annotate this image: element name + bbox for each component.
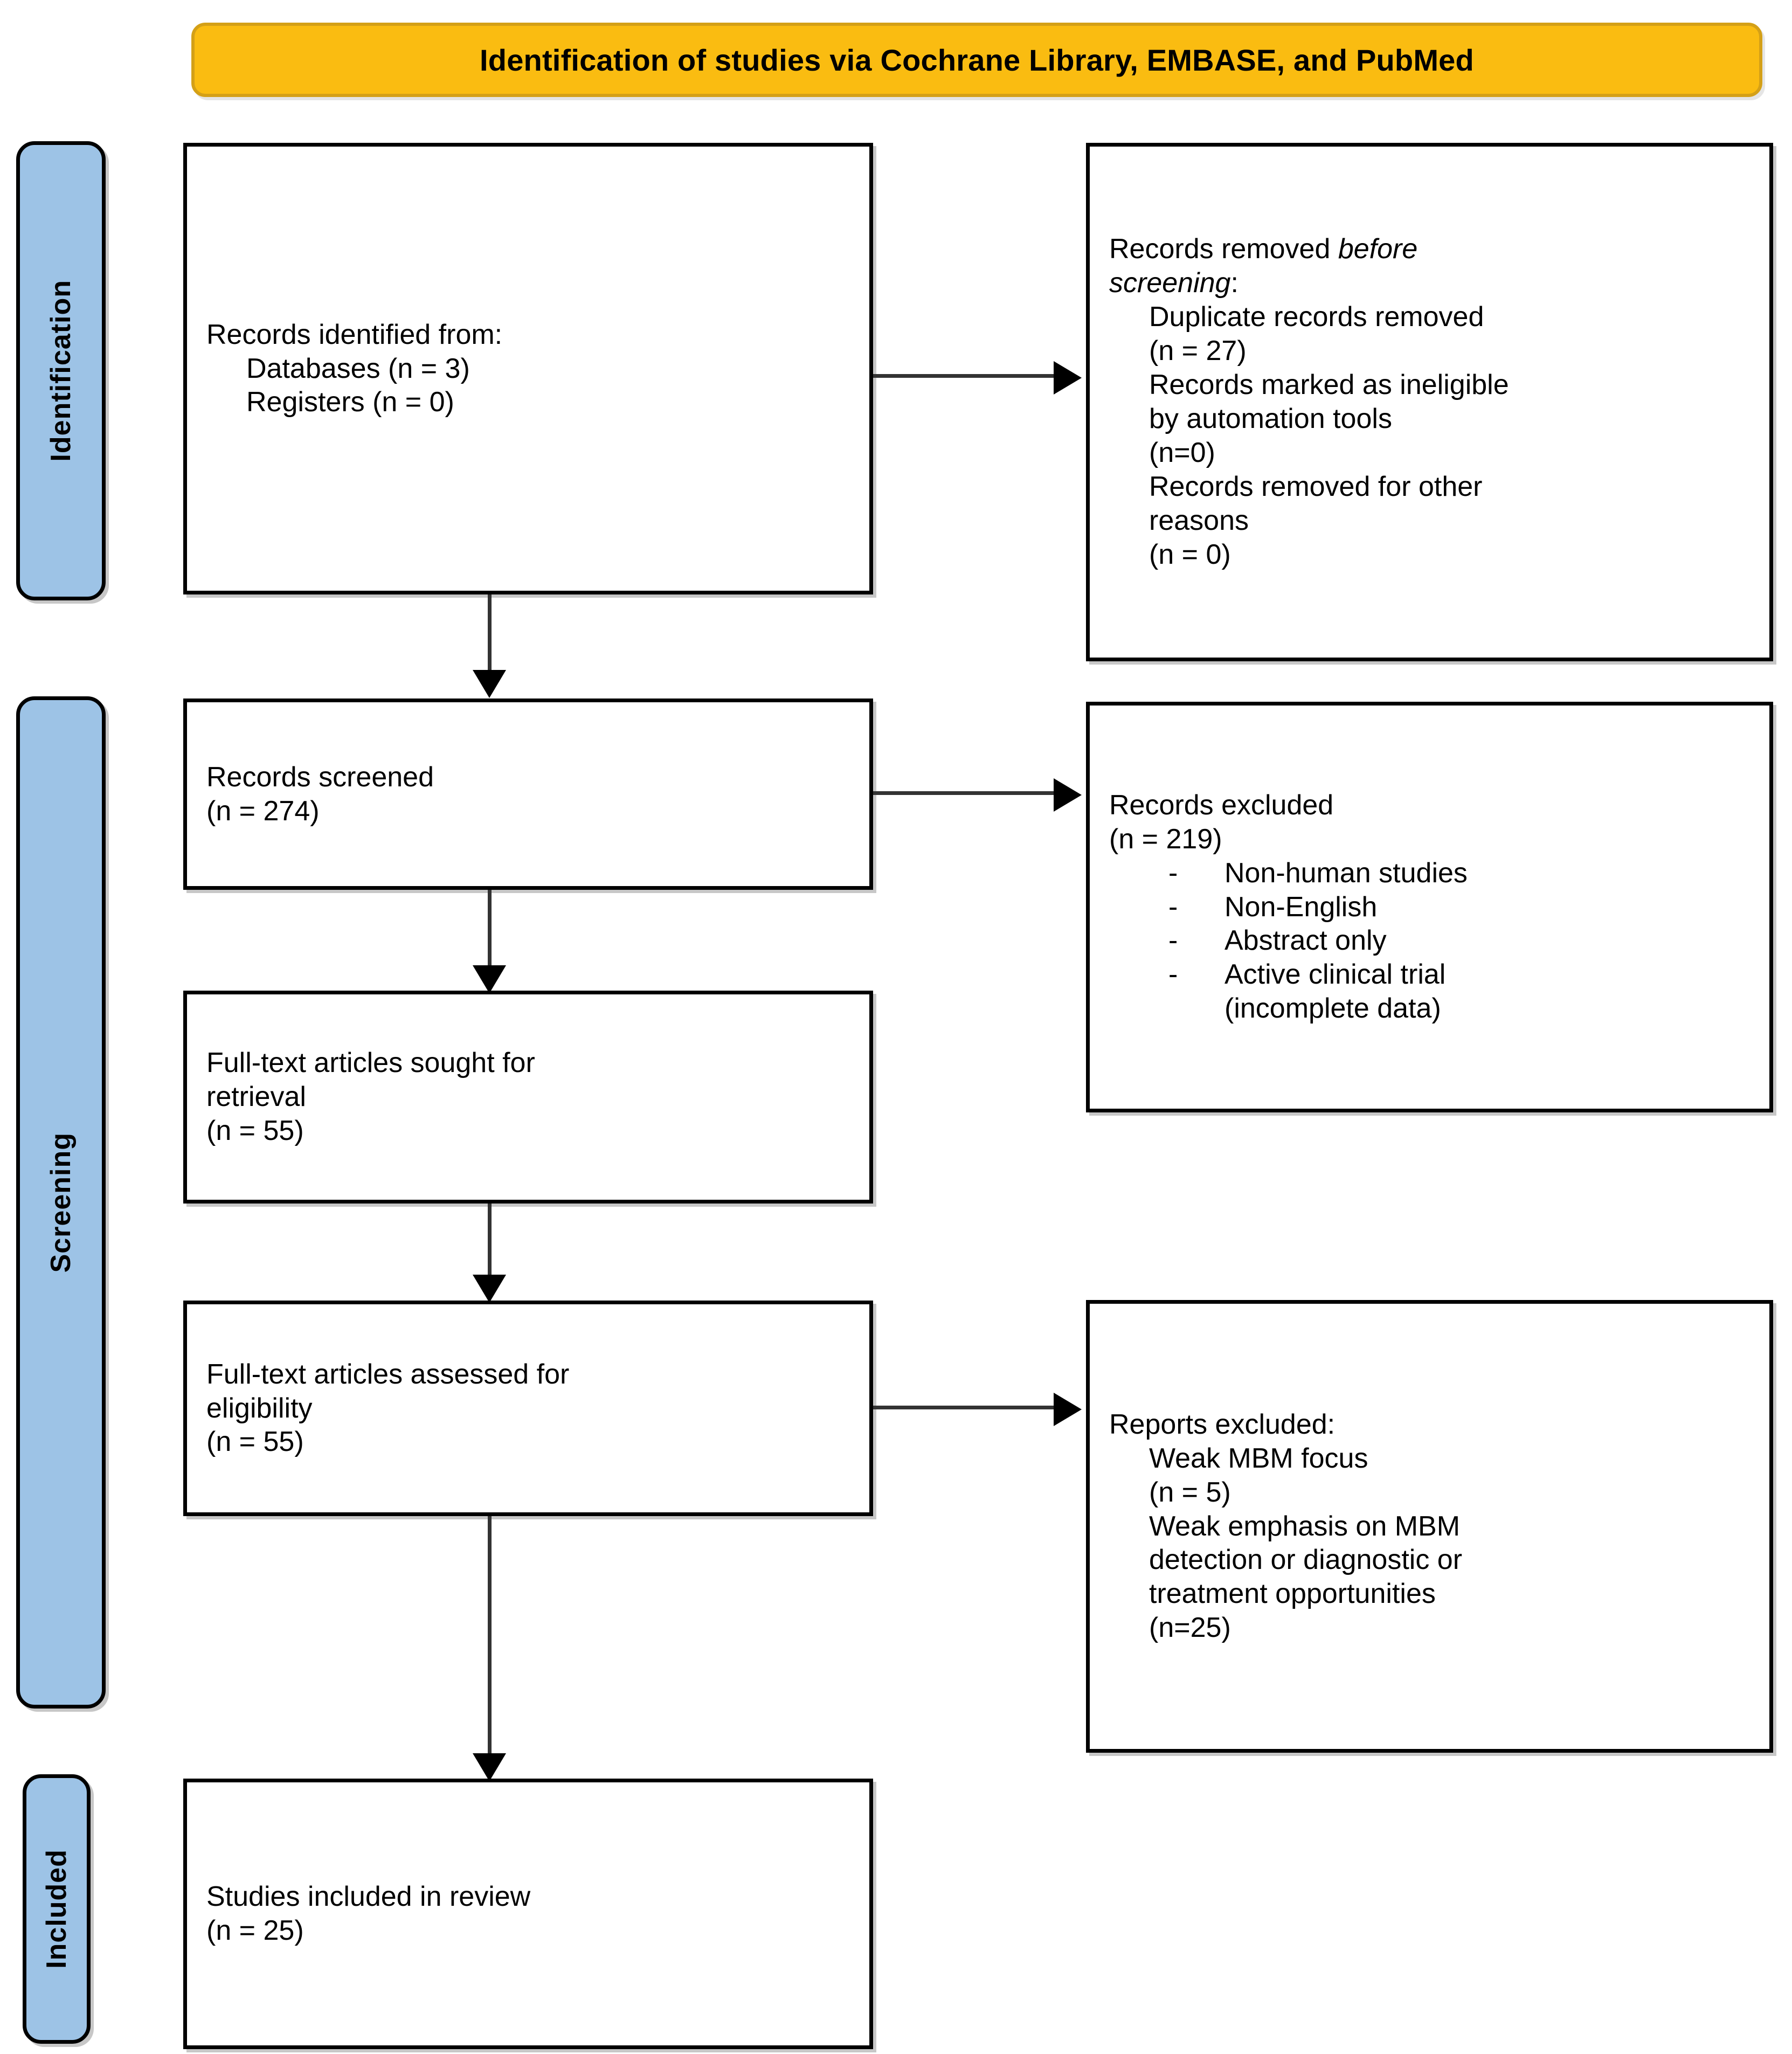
fulltext-sought-line1: Full-text articles sought for <box>206 1047 535 1079</box>
records-removed-other-line1: Records removed for other <box>1149 471 1483 502</box>
arrow-head-down-icon <box>473 1753 506 1781</box>
records-removed-heading-line2: screening: <box>1109 266 1750 300</box>
fulltext-assessed-line1: Full-text articles assessed for <box>206 1358 570 1390</box>
fulltext-assessed-count: (n = 55) <box>206 1426 304 1458</box>
arrow-head-down-icon <box>473 1275 506 1303</box>
bullet-dash-marker: - <box>1168 891 1178 923</box>
records-screened-count: (n = 274) <box>206 795 320 827</box>
stage-label-identification: Identification <box>45 280 77 462</box>
reports-excluded-reason1-count: (n = 5) <box>1149 1476 1231 1508</box>
box-records-identified: Records identified from: Databases (n = … <box>183 143 873 594</box>
stage-label-screening: Screening <box>45 1132 77 1273</box>
stage-label-included: Included <box>41 1849 72 1969</box>
records-excluded-bullet: - Non-English <box>1109 890 1750 924</box>
records-identified-databases: Databases (n = 3) <box>246 352 470 384</box>
page-title: Identification of studies via Cochrane L… <box>480 43 1474 77</box>
records-excluded-bullet: - Abstract only <box>1109 924 1750 958</box>
fulltext-sought-count: (n = 55) <box>206 1115 304 1146</box>
reports-excluded-heading: Reports excluded: <box>1109 1408 1336 1440</box>
records-excluded-reason: Abstract only <box>1224 925 1387 957</box>
records-excluded-reason-continuation: (incomplete data) <box>1224 993 1441 1025</box>
stage-bar-screening: Screening <box>16 696 106 1709</box>
arrow-head-right-icon <box>1054 361 1082 395</box>
stage-bar-included: Included <box>23 1774 91 2044</box>
reports-excluded-reason1: Weak MBM focus <box>1149 1442 1368 1474</box>
connector-screened-to-sought <box>488 890 492 971</box>
records-removed-ineligible-count: (n=0) <box>1149 437 1215 468</box>
connector-screened-to-records-excluded <box>873 791 1056 795</box>
records-removed-ineligible-line2: by automation tools <box>1149 403 1392 434</box>
arrow-head-right-icon <box>1054 778 1082 812</box>
stage-bar-identification: Identification <box>16 141 106 600</box>
records-removed-duplicates-count: (n = 27) <box>1149 335 1247 367</box>
box-reports-excluded: Reports excluded: Weak MBM focus (n = 5)… <box>1086 1300 1773 1753</box>
studies-included-heading: Studies included in review <box>206 1881 531 1913</box>
records-excluded-bullet: - Non-human studies <box>1109 856 1750 890</box>
diagram-title-banner: Identification of studies via Cochrane L… <box>191 23 1762 97</box>
connector-assessed-to-included <box>488 1516 492 1753</box>
box-fulltext-assessed: Full-text articles assessed for eligibil… <box>183 1301 873 1516</box>
bullet-dash-marker: - <box>1168 925 1178 957</box>
records-excluded-reason: Non-human studies <box>1224 857 1468 889</box>
records-removed-heading-text: Records removed <box>1109 233 1338 265</box>
reports-excluded-reason2-count: (n=25) <box>1149 1612 1231 1644</box>
records-removed-duplicates: Duplicate records removed <box>1149 301 1484 333</box>
records-excluded-bullet: - Active clinical trial <box>1109 958 1750 992</box>
bullet-dash-marker: - <box>1168 959 1178 991</box>
fulltext-assessed-line2: eligibility <box>206 1392 313 1424</box>
connector-identified-to-removed <box>873 374 1056 378</box>
fulltext-sought-line2: retrieval <box>206 1081 306 1113</box>
studies-included-count: (n = 25) <box>206 1915 304 1946</box>
records-removed-other-line2: reasons <box>1149 504 1249 536</box>
records-removed-other-count: (n = 0) <box>1149 538 1231 570</box>
box-records-screened: Records screened (n = 274) <box>183 699 873 890</box>
connector-identified-to-screened <box>488 594 492 675</box>
connector-sought-to-assessed <box>488 1204 492 1275</box>
records-excluded-count: (n = 219) <box>1109 823 1222 855</box>
records-removed-screening-em: screening <box>1109 267 1231 299</box>
records-identified-registers: Registers (n = 0) <box>246 386 454 418</box>
records-excluded-reason: Non-English <box>1224 891 1378 923</box>
records-screened-heading: Records screened <box>206 761 434 793</box>
arrow-head-down-icon <box>473 670 506 698</box>
reports-excluded-reason2-line3: treatment opportunities <box>1149 1578 1436 1610</box>
box-records-excluded: Records excluded (n = 219) - Non-human s… <box>1086 702 1773 1112</box>
records-excluded-heading: Records excluded <box>1109 789 1334 821</box>
connector-assessed-to-reports-excluded <box>873 1406 1056 1409</box>
records-excluded-reason: Active clinical trial <box>1224 959 1446 991</box>
records-identified-heading: Records identified from: <box>206 319 503 350</box>
box-records-removed: Records removed before screening: Duplic… <box>1086 143 1773 661</box>
reports-excluded-reason2-line1: Weak emphasis on MBM <box>1149 1510 1461 1542</box>
records-removed-ineligible-line1: Records marked as ineligible <box>1149 369 1509 401</box>
bullet-dash-marker: - <box>1168 857 1178 889</box>
box-studies-included: Studies included in review (n = 25) <box>183 1779 873 2049</box>
reports-excluded-reason2-line2: detection or diagnostic or <box>1149 1544 1463 1576</box>
records-removed-heading-line1: Records removed before <box>1109 232 1750 266</box>
arrow-head-right-icon <box>1054 1393 1082 1426</box>
box-fulltext-sought: Full-text articles sought for retrieval … <box>183 991 873 1204</box>
arrow-head-down-icon <box>473 965 506 993</box>
records-removed-colon: : <box>1230 267 1239 299</box>
records-removed-before-em: before <box>1338 233 1418 265</box>
